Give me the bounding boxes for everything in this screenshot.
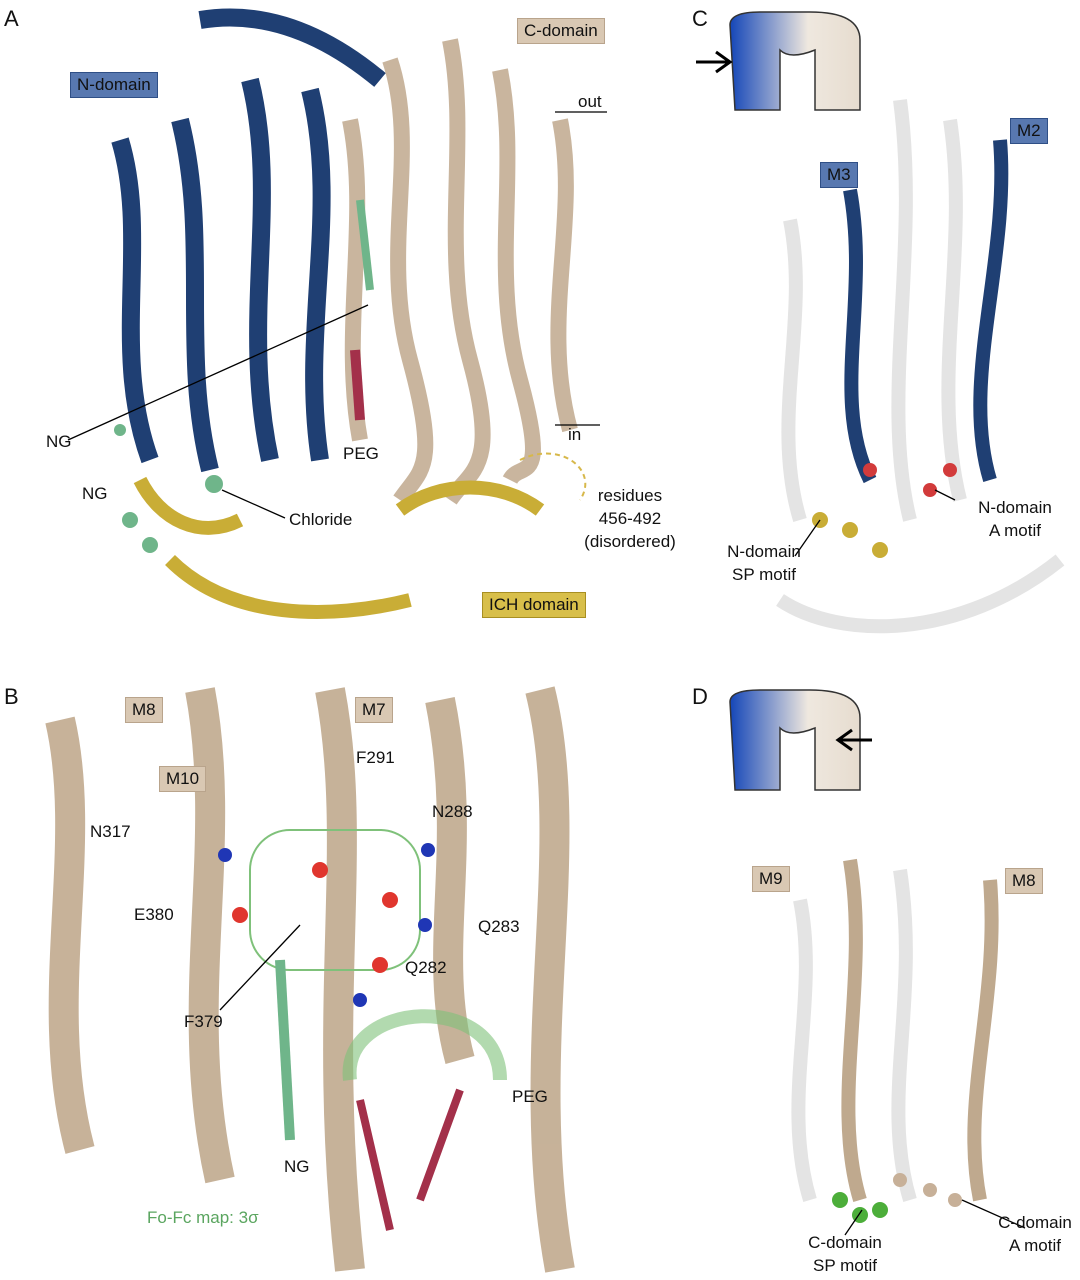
n-domain-sp-motif-label: N-domain SP motif bbox=[724, 542, 804, 585]
peg-label: PEG bbox=[343, 444, 379, 463]
ich-domain-label: ICH domain bbox=[482, 592, 586, 618]
residues-line-1: residues bbox=[597, 486, 663, 505]
residue-n288: N288 bbox=[432, 802, 473, 821]
helix-m2-label: M2 bbox=[1010, 118, 1048, 144]
helix-m7-label: M7 bbox=[355, 697, 393, 723]
ng-label-top: NG bbox=[46, 432, 72, 451]
residues-line-2: 456-492 bbox=[598, 509, 662, 528]
n-domain-a-motif-label: N-domain A motif bbox=[950, 498, 1080, 541]
c-domain-a-motif-label: C-domain A motif bbox=[990, 1213, 1080, 1256]
n-domain-label: N-domain bbox=[70, 72, 158, 98]
residue-f291: F291 bbox=[356, 748, 395, 767]
in-label: in bbox=[568, 425, 582, 444]
ng-label-bottom: NG bbox=[82, 484, 108, 503]
residue-q282: Q282 bbox=[405, 958, 447, 977]
helix-m9-label: M9 bbox=[752, 866, 790, 892]
panel-d-structure bbox=[729, 689, 1026, 1236]
panel-a-letter: A bbox=[4, 6, 19, 31]
helix-m3-label: M3 bbox=[820, 162, 858, 188]
c-sp-motif-line-2: SP motif bbox=[813, 1256, 877, 1275]
panel-c-structure bbox=[696, 11, 1065, 634]
residue-f379: F379 bbox=[184, 1012, 223, 1031]
helix-m8-label-d: M8 bbox=[1005, 868, 1043, 894]
c-sp-motif-line-1: C-domain bbox=[808, 1233, 882, 1252]
panel-b-structure bbox=[45, 686, 575, 1273]
c-domain-label: C-domain bbox=[517, 18, 605, 44]
residue-n317: N317 bbox=[90, 822, 131, 841]
helix-m10-label: M10 bbox=[159, 766, 207, 792]
peg-label-b: PEG bbox=[512, 1087, 548, 1106]
residues-line-3: (disordered) bbox=[584, 532, 676, 551]
helix-m8-label: M8 bbox=[125, 697, 163, 723]
sp-motif-line-2: SP motif bbox=[732, 565, 796, 584]
map-contour-label: Fo-Fc map: 3σ bbox=[147, 1208, 259, 1227]
residue-q283: Q283 bbox=[478, 917, 520, 936]
out-label: out bbox=[578, 92, 602, 111]
panel-d-letter: D bbox=[692, 684, 708, 709]
chloride-label: Chloride bbox=[289, 510, 353, 529]
panel-b-letter: B bbox=[4, 684, 19, 709]
panel-a-structure bbox=[67, 8, 607, 619]
a-motif-line-2: A motif bbox=[989, 521, 1041, 540]
c-a-motif-line-2: A motif bbox=[1009, 1236, 1061, 1255]
c-a-motif-line-1: C-domain bbox=[998, 1213, 1072, 1232]
residue-e380: E380 bbox=[134, 905, 174, 924]
c-domain-sp-motif-label: C-domain SP motif bbox=[800, 1233, 890, 1276]
a-motif-line-1: N-domain bbox=[978, 498, 1052, 517]
panel-c-letter: C bbox=[692, 6, 708, 31]
ng-label-b: NG bbox=[284, 1157, 310, 1176]
disordered-residues-label: residues 456-492 (disordered) bbox=[575, 486, 685, 552]
sp-motif-line-1: N-domain bbox=[727, 542, 801, 561]
